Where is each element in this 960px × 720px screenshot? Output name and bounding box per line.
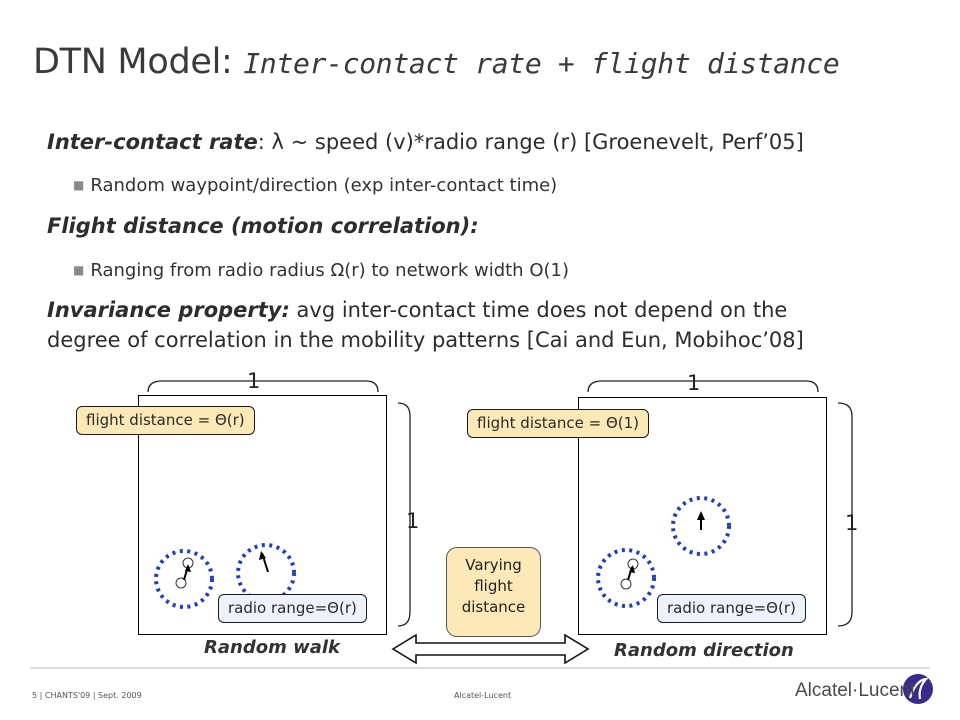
footer-page-info: 5 | CHANTS'09 | Sept. 2009 <box>32 691 142 700</box>
sub-bullet-ranging: ■ Ranging from radio radius Ω(r) to netwo… <box>73 260 569 281</box>
right-top-brace <box>587 380 819 393</box>
left-side-brace <box>397 402 411 627</box>
right-height-label: 1 <box>845 511 859 535</box>
bullet-lead: Inter-contact rate <box>47 130 258 154</box>
sub-bullet-random-waypoint: ■ Random waypoint/direction (exp inter-co… <box>73 175 557 196</box>
bullet-invariance: Invariance property: avg inter-contact t… <box>47 298 787 322</box>
left-top-brace <box>147 380 379 393</box>
double-arrow-icon <box>391 633 590 665</box>
arrow-head-icon <box>259 551 266 560</box>
bullet-inter-contact-rate: Inter-contact rate: λ ~ speed (v)*radio … <box>47 130 804 154</box>
bullet-text: avg inter-contact time does not depend o… <box>289 298 788 322</box>
radio-range-circle <box>236 543 296 603</box>
bullet-lead: Flight distance (motion correlation): <box>47 214 479 238</box>
title-main: DTN Model: <box>33 42 244 82</box>
varying-flight-distance-box: Varying flight distance <box>446 547 541 637</box>
bullet-invariance-line2: degree of correlation in the mobility pa… <box>47 328 804 352</box>
right-caption: Random direction <box>614 640 794 661</box>
left-width-label: 1 <box>247 369 261 393</box>
right-width-label: 1 <box>687 371 701 395</box>
right-radio-range-label: radio range=Θ(r) <box>657 594 806 623</box>
radio-range-circle <box>596 548 656 608</box>
arrow-head-icon <box>185 564 191 572</box>
right-flight-distance-label: flight distance = Θ(1) <box>467 409 650 438</box>
radio-range-circle <box>671 496 731 556</box>
bullet-text: : λ ~ speed (v)*radio range (r) [Groenev… <box>257 130 804 154</box>
right-side-brace <box>837 402 853 627</box>
bullet-flight-distance: Flight distance (motion correlation): <box>47 214 479 238</box>
varying-line: distance <box>461 598 526 616</box>
sub-bullet-text: Ranging from radio radius Ω(r) to networ… <box>90 260 569 281</box>
left-height-label: 1 <box>406 509 420 533</box>
footer-company: Alcatel-Lucent <box>454 691 512 700</box>
radio-range-circle <box>154 549 214 609</box>
left-flight-distance-label: flight distance = Θ(r) <box>76 406 255 435</box>
left-radio-range-label: radio range=Θ(r) <box>218 594 367 623</box>
alcatel-lucent-logo-icon <box>903 674 933 704</box>
left-caption: Random walk <box>204 637 341 658</box>
square-bullet-icon: ■ <box>73 263 85 277</box>
bullet-text: degree of correlation in the mobility pa… <box>47 328 804 352</box>
node-icon <box>620 578 632 590</box>
title-italic: Inter-contact rate + flight distance <box>243 47 840 80</box>
sub-bullet-text: Random waypoint/direction (exp inter-con… <box>90 175 558 196</box>
varying-line: flight <box>474 577 513 595</box>
logo-wordmark: Alcatel·Lucent <box>795 680 916 701</box>
arrow-head-icon <box>629 565 635 573</box>
square-bullet-icon: ■ <box>73 178 85 192</box>
slide-title: DTN Model: Inter-contact rate + flight d… <box>33 42 840 82</box>
node-icon <box>175 577 187 589</box>
bullet-lead: Invariance property: <box>47 298 290 322</box>
arrow-head-icon <box>697 511 705 520</box>
varying-line: Varying <box>465 556 522 574</box>
